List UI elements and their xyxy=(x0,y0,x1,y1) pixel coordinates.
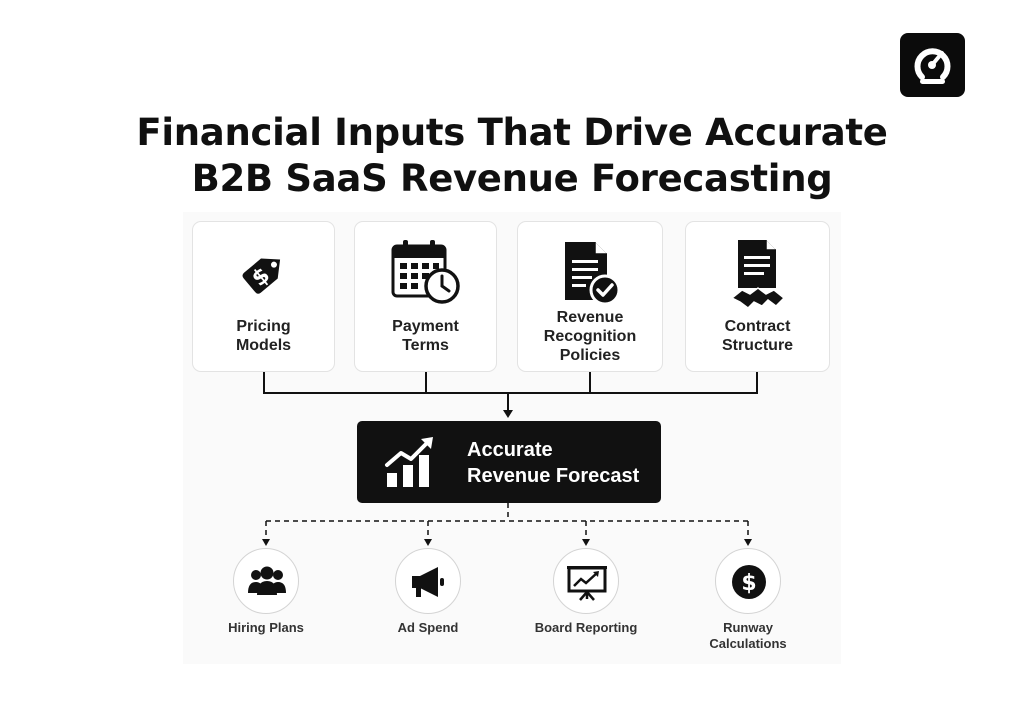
output-ad-spend xyxy=(395,548,461,614)
input-card-pricing-models: $ Pricing Models xyxy=(192,221,335,372)
price-tag-dollar-icon: $ xyxy=(241,258,280,294)
document-check-icon xyxy=(565,242,621,306)
svg-text:$: $ xyxy=(741,571,756,596)
label-line: Policies xyxy=(559,347,621,364)
label-line: Structure xyxy=(721,337,794,354)
people-icon xyxy=(248,566,286,595)
label-line: Revenue xyxy=(556,309,624,326)
output-label: Runway Calculations xyxy=(673,620,823,652)
title-line-2: B2B SaaS Revenue Forecasting xyxy=(191,157,833,200)
page-title: Financial Inputs That Drive Accurate B2B… xyxy=(60,110,964,202)
brand-g-gauge-icon xyxy=(914,48,951,84)
forecast-box: Accurate Revenue Forecast xyxy=(357,421,661,503)
presentation-board-icon xyxy=(567,566,607,601)
output-hiring-plans xyxy=(233,548,299,614)
output-board-reporting xyxy=(553,548,619,614)
label-line: Recognition xyxy=(543,328,637,345)
brand-logo xyxy=(900,33,965,97)
input-card-label: Payment Terms xyxy=(355,317,496,355)
input-card-contract-structure: Contract Structure xyxy=(685,221,830,372)
megaphone-icon xyxy=(412,567,444,597)
label-line: Models xyxy=(235,337,292,354)
forecast-title-line: Revenue Forecast xyxy=(467,465,640,487)
dollar-coin-icon: $ xyxy=(732,565,766,599)
forecast-title-line: Accurate xyxy=(467,439,553,461)
calendar-clock-icon xyxy=(391,240,460,304)
output-label: Board Reporting xyxy=(534,620,638,635)
output-runway-calculations: $ xyxy=(715,548,781,614)
input-card-label: Contract Structure xyxy=(686,317,829,355)
input-card-revenue-recognition: Revenue Recognition Policies xyxy=(517,221,663,372)
label-line: Pricing xyxy=(236,318,291,335)
label-line: Runway xyxy=(723,620,773,635)
contract-handshake-icon xyxy=(730,240,785,309)
input-card-payment-terms: Payment Terms xyxy=(354,221,497,372)
forecast-title: Accurate Revenue Forecast xyxy=(467,437,639,489)
label-line: Contract xyxy=(724,318,791,335)
input-card-label: Revenue Recognition Policies xyxy=(518,308,662,365)
title-line-1: Financial Inputs That Drive Accurate xyxy=(136,111,888,154)
input-card-label: Pricing Models xyxy=(193,317,334,355)
output-label: Ad Spend xyxy=(397,620,459,635)
growth-chart-icon xyxy=(385,437,433,487)
label-line: Calculations xyxy=(709,636,787,651)
output-label: Hiring Plans xyxy=(228,620,304,635)
label-line: Terms xyxy=(402,337,449,354)
label-line: Payment xyxy=(392,318,459,335)
